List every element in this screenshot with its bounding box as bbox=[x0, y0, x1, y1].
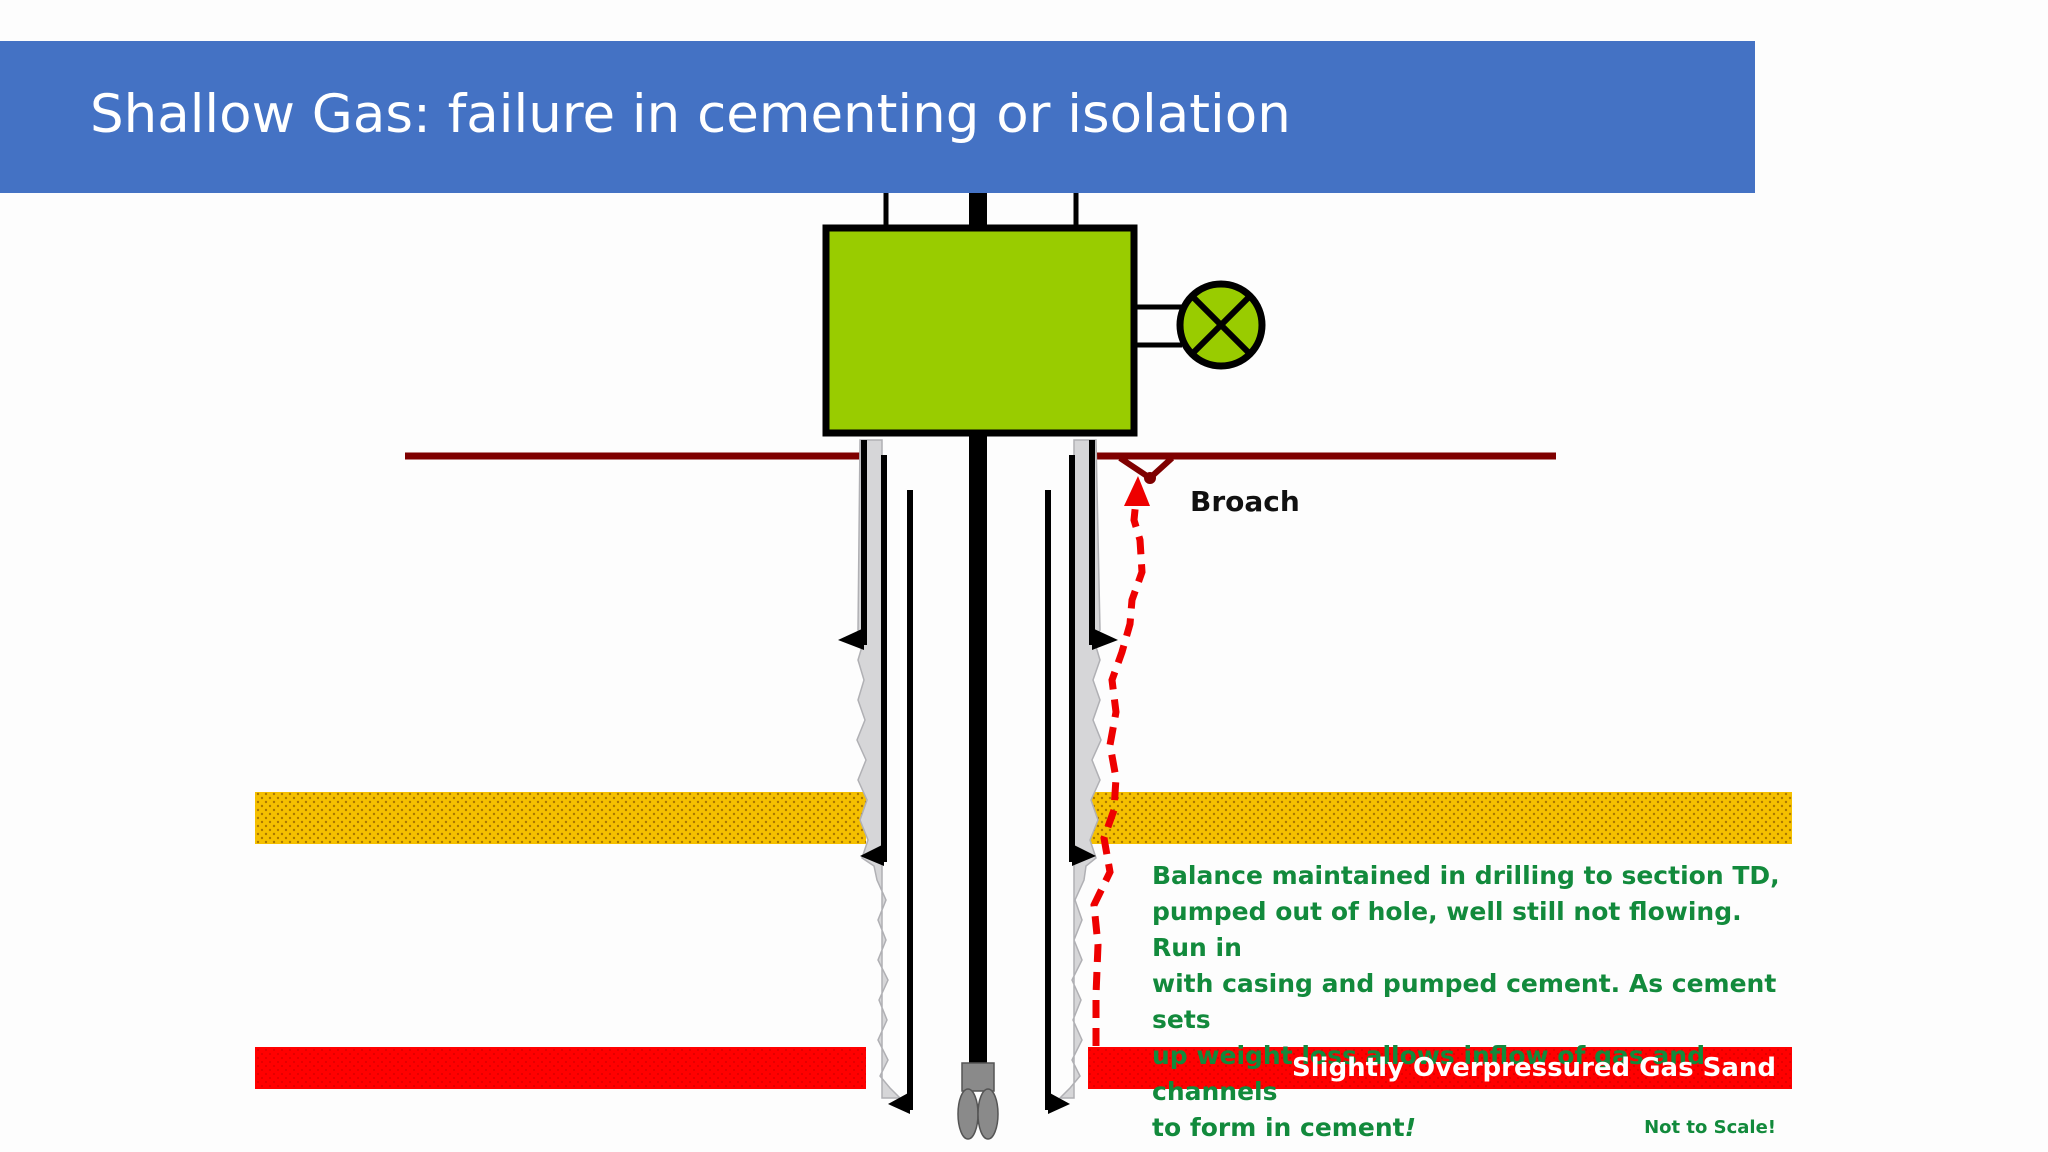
drill-bit-icon bbox=[957, 1062, 999, 1140]
gas-channel-arrowhead bbox=[1124, 476, 1150, 506]
wellhead-box bbox=[822, 224, 1138, 437]
valve-icon bbox=[1176, 280, 1266, 370]
description-line: with casing and pumped cement. As cement… bbox=[1152, 969, 1777, 1034]
surface-shoe-left bbox=[860, 844, 884, 866]
description-line: Balance maintained in drilling to sectio… bbox=[1152, 861, 1780, 890]
conductor-shoe-right bbox=[1092, 628, 1118, 650]
casing-shoe-left bbox=[888, 1092, 910, 1114]
description-exclamation: ! bbox=[1404, 1113, 1416, 1142]
gas-sand-label: Slightly Overpressured Gas Sand bbox=[1292, 1053, 1776, 1083]
broach-point bbox=[1144, 472, 1156, 484]
cement-left bbox=[856, 439, 902, 1099]
surface-shoe-right bbox=[1072, 844, 1096, 866]
broach-label: Broach bbox=[1190, 485, 1300, 518]
description-text: Balance maintained in drilling to sectio… bbox=[1152, 858, 1792, 1146]
title-bar: Shallow Gas: failure in cementing or iso… bbox=[0, 41, 1755, 193]
description-line: to form in cement! bbox=[1152, 1110, 1792, 1146]
casing-shoe-right bbox=[1048, 1092, 1070, 1114]
slide-title: Shallow Gas: failure in cementing or iso… bbox=[90, 84, 1291, 145]
scale-note: Not to Scale! bbox=[1644, 1117, 1776, 1138]
gas-channel-path bbox=[1090, 499, 1146, 1046]
description-line: pumped out of hole, well still not flowi… bbox=[1152, 897, 1742, 962]
conductor-shoe-left bbox=[838, 628, 864, 650]
description-last-line: to form in cement bbox=[1152, 1113, 1405, 1142]
description-line: up weight loss allows inflow of gas and … bbox=[1152, 1041, 1705, 1106]
